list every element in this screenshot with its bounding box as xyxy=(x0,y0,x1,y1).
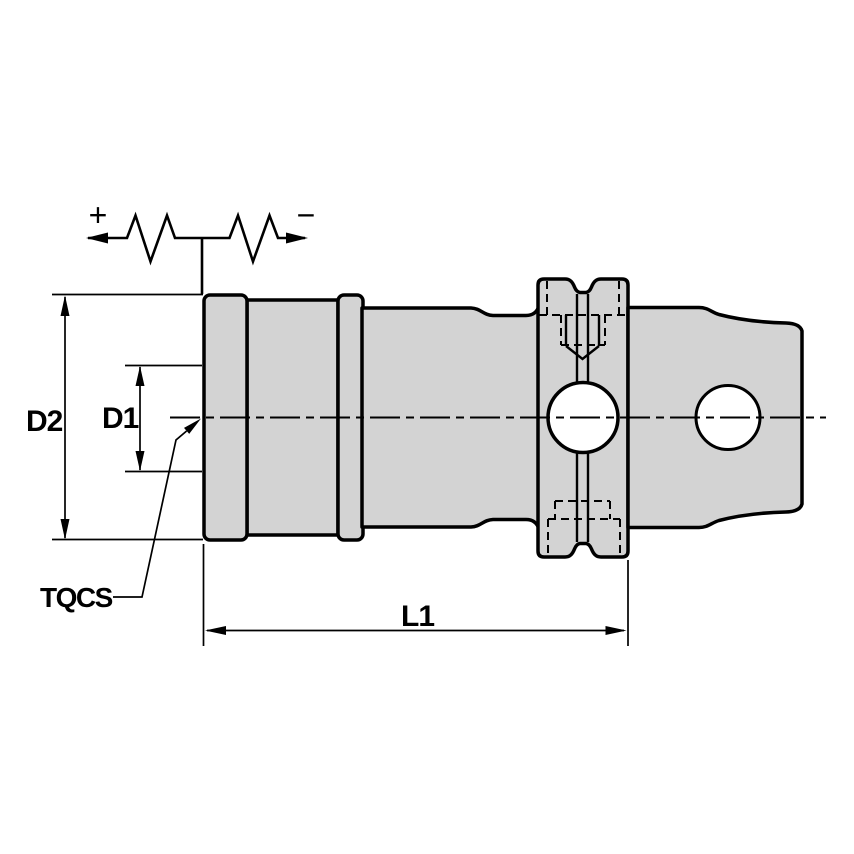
tqcs-label: TQCS xyxy=(40,582,113,613)
screw-seat-cone xyxy=(564,315,601,361)
dimension-d1: D1 xyxy=(102,364,202,473)
d2-arrow-up xyxy=(60,295,70,316)
dimension-l1: L1 xyxy=(202,544,629,646)
l1-arrow-left xyxy=(205,626,226,635)
tqcs-leader-line xyxy=(113,430,188,598)
spring-zigzag xyxy=(88,211,305,266)
d2-arrow-down xyxy=(60,519,70,540)
hidden-bore-bottom xyxy=(547,500,621,555)
d2-extension-lines xyxy=(52,293,203,541)
tqcs-leader-arrow xyxy=(184,418,201,434)
d1-arrow-down xyxy=(135,451,145,471)
minus-sign: − xyxy=(297,197,316,233)
hidden-bore-top xyxy=(539,281,627,346)
tqcs-callout: TQCS xyxy=(40,418,201,613)
l1-arrow-right xyxy=(605,626,627,635)
d1-extension-lines xyxy=(125,364,202,473)
l1-extension-lines xyxy=(202,544,629,646)
d1-arrow-up xyxy=(135,366,145,386)
plus-sign: + xyxy=(89,197,108,233)
l1-label: L1 xyxy=(401,600,434,633)
spring-arrow-right xyxy=(286,232,308,244)
hidden-feature-lines xyxy=(539,281,627,555)
d1-label: D1 xyxy=(102,402,139,435)
spring-arrow-left xyxy=(86,232,108,244)
dimension-d2: D2 xyxy=(26,293,203,541)
groove-projection-lines xyxy=(575,294,590,542)
d2-label: D2 xyxy=(26,405,63,438)
flange-inner-edges xyxy=(564,294,601,542)
spring-symbol: + − xyxy=(86,197,315,294)
